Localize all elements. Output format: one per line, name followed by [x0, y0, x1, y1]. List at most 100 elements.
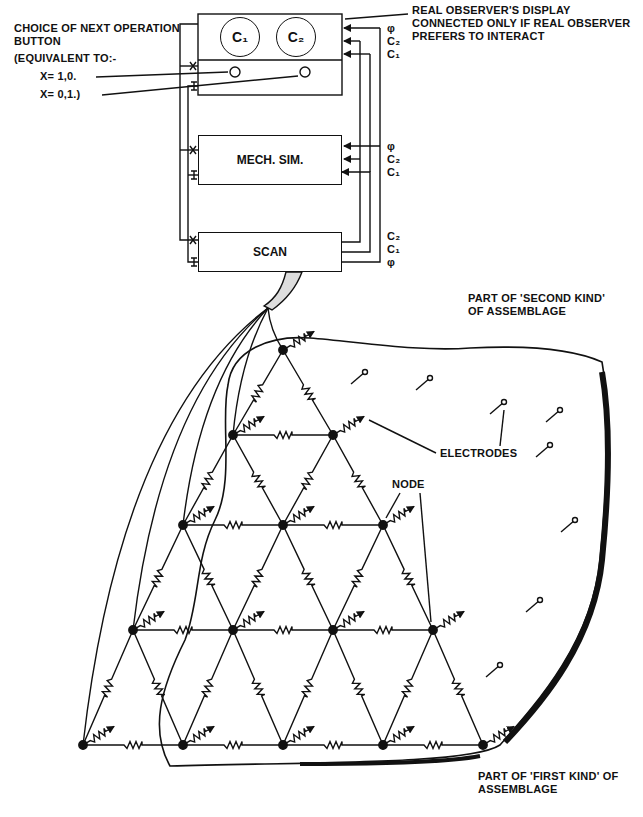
resistor-symbol [233, 630, 283, 745]
electrode [313, 726, 314, 728]
operation-button [230, 67, 240, 77]
scan-lead [183, 308, 268, 525]
note-text: REAL OBSERVER'S DISPLAY CONNECTED ONLY I… [412, 4, 634, 43]
electrode [313, 331, 314, 333]
electrode-tip [538, 598, 543, 603]
resistor-symbol [133, 627, 233, 634]
electrode [213, 726, 214, 728]
electrode-tip [363, 370, 368, 375]
outline-shading [300, 756, 480, 764]
electrode [363, 611, 364, 613]
scan-lead [268, 308, 283, 350]
resistor-symbol [333, 525, 383, 630]
resistor-symbol [383, 630, 433, 745]
signal-connector [342, 172, 370, 252]
electrode [313, 506, 314, 508]
resistor-symbol [383, 727, 413, 745]
mesh-node [279, 741, 287, 749]
mesh-node [329, 626, 337, 634]
resistor-symbol [233, 435, 283, 525]
resistor-symbol [333, 630, 383, 745]
electrode [113, 726, 114, 728]
operation-button [300, 67, 310, 77]
leader-lines [96, 14, 504, 622]
display-panel [198, 14, 342, 95]
resistor-symbol [283, 727, 313, 745]
node-label: C₁ [232, 29, 248, 45]
mesh-node [329, 431, 337, 439]
mesh-node [479, 741, 487, 749]
mesh-node [379, 741, 387, 749]
resistor-symbol [283, 332, 313, 350]
signal-name: C₁ [386, 48, 401, 60]
note-text: (EQUIVALENT TO:- [14, 52, 116, 65]
resistor-symbol [333, 435, 383, 525]
signal-name: C₂ [386, 153, 401, 165]
control-wires [180, 24, 198, 266]
resistor-symbol [183, 525, 233, 630]
note-text: CHOICE OF NEXT OPERATION BUTTON [14, 22, 184, 48]
resistor-symbol [283, 522, 383, 529]
resistor-symbol [333, 612, 363, 630]
signal-name: φ [386, 22, 396, 34]
electrode-tip [502, 400, 507, 405]
signal-name: C₁ [386, 243, 401, 255]
resistor-symbol [383, 507, 413, 525]
scan-lead [83, 308, 268, 745]
resistor-symbol [283, 525, 333, 630]
resistor-symbol [83, 727, 113, 745]
node-label: SCAN [253, 245, 287, 259]
resistor-symbol [183, 507, 213, 525]
resistor-symbol [233, 432, 333, 439]
electrode [363, 416, 364, 418]
electrode [213, 506, 214, 508]
resistor-symbol [383, 742, 483, 749]
resistor-symbol [283, 507, 313, 525]
process-box: SCAN [198, 232, 342, 272]
resistor-mesh [79, 308, 578, 749]
resistor-symbol [383, 525, 433, 630]
observer-circle: C₁ [220, 17, 260, 57]
resistor-symbol [283, 742, 383, 749]
resistor-symbol [433, 612, 463, 630]
part-label: NODE [392, 478, 425, 491]
resistor-symbol [83, 742, 183, 749]
mesh-node [279, 521, 287, 529]
resistor-symbol [233, 417, 263, 435]
signal-wires [342, 28, 380, 262]
resistor-symbol [133, 630, 183, 745]
electrode-tip [428, 376, 433, 381]
resistor-symbol [183, 742, 283, 749]
resistor-symbol [283, 630, 333, 745]
resistor-symbol [183, 522, 283, 529]
scan-lead [233, 308, 268, 435]
observer-circle: C₂ [276, 17, 316, 57]
button-code: X= 1,0. [40, 70, 77, 83]
resistor-symbol [133, 612, 163, 630]
resistor-symbol [433, 630, 483, 745]
resistor-symbol [233, 627, 333, 634]
node-label: C₂ [288, 29, 304, 45]
mesh-node [179, 741, 187, 749]
signal-name: φ [386, 256, 396, 268]
scan-lead [133, 308, 268, 630]
mesh-node [429, 626, 437, 634]
electrode-tip [548, 443, 553, 448]
resistor-symbol [233, 612, 263, 630]
resistor-symbol [333, 627, 433, 634]
resistor-symbol [483, 727, 513, 745]
electrode-tip [558, 408, 563, 413]
outline-shading [505, 372, 608, 742]
signal-name: C₂ [386, 35, 401, 47]
process-box: MECH. SIM. [198, 135, 342, 185]
scan-cable [264, 272, 302, 310]
resistor-symbol [233, 525, 283, 630]
signal-name: φ [386, 140, 396, 152]
signal-name: C₂ [386, 230, 401, 242]
signal-name: C₁ [386, 166, 401, 178]
button-code: X= 0,1.) [40, 88, 80, 101]
resistor-symbol [283, 350, 333, 435]
resistor-symbol [183, 727, 213, 745]
